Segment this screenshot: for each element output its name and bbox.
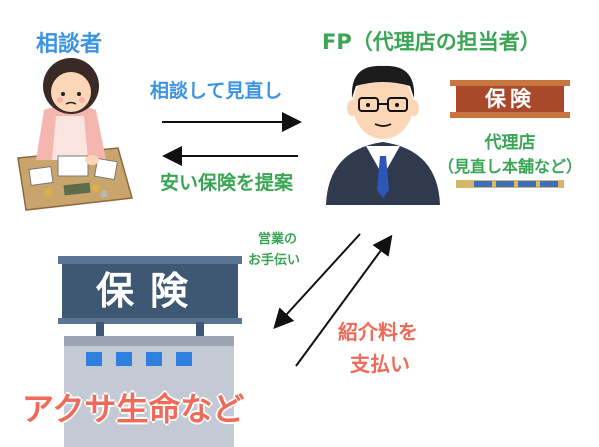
insurer-building [58, 256, 242, 447]
sales-help-label-2: お手伝い [248, 253, 301, 268]
proposal-label: 安い保険を提案 [160, 172, 294, 194]
consultant-label: 相談者 [36, 32, 103, 57]
fp-label: FP（代理店の担当者） [322, 30, 541, 54]
agency-sign [450, 80, 570, 188]
consultant-illustration [17, 58, 133, 211]
fee-label-2: 支払い [350, 352, 410, 376]
arrow-to-fp-fee [295, 234, 393, 367]
arrow-to-insurer [273, 233, 361, 329]
agency-sign-text: 保険 [485, 87, 535, 111]
insurer-name: アクサ生命など [22, 390, 245, 428]
sales-help-label-1: 営業の [258, 232, 298, 247]
review-label: 相談して見直し [150, 80, 283, 102]
agency-name: 代理店 [484, 133, 536, 153]
fee-label-1: 紹介料を [338, 320, 418, 344]
agency-example: （見直し本舗など） [437, 157, 582, 176]
insurer-sign-text: 保険 [95, 269, 204, 313]
fp-illustration [326, 65, 440, 205]
